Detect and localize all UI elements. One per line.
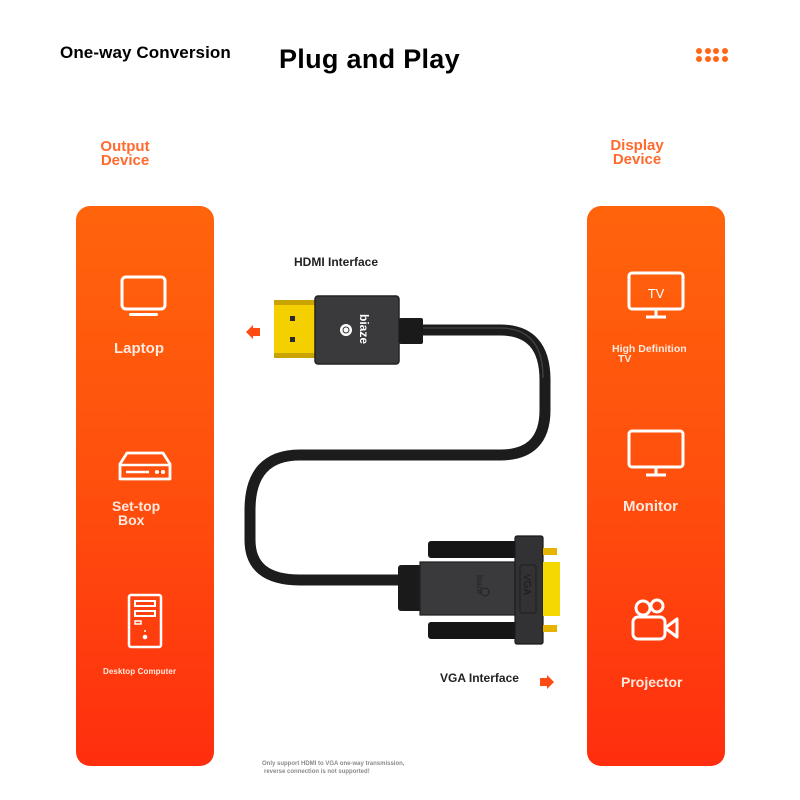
set-top-box-icon — [118, 451, 172, 481]
set-top-line1: Set-top — [112, 498, 161, 514]
arrow-left-icon — [246, 325, 260, 339]
device-label-hd-tv: High Definition TV — [612, 343, 687, 365]
arrow-right-icon — [540, 675, 554, 689]
svg-text:biaze: biaze — [357, 314, 371, 344]
device-label-laptop: Laptop — [114, 340, 164, 357]
footnote-warning: Only support HDMI to VGA one-way transmi… — [262, 760, 404, 776]
video-camera-icon — [631, 598, 679, 641]
set-top-line2: Box — [118, 512, 145, 528]
desktop-tower-icon — [127, 593, 163, 649]
device-label-monitor: Monitor — [623, 498, 678, 515]
vga-interface-label: VGA Interface — [440, 671, 519, 685]
display-title-line1: Display — [610, 137, 664, 154]
hd-tv-line2: TV — [618, 353, 632, 365]
subtitle-one-way-conversion: One-way Conversion — [60, 43, 231, 62]
device-label-projector: Projector — [621, 674, 683, 690]
hdmi-interface-label: HDMI Interface — [294, 255, 379, 269]
svg-text:VGA: VGA — [521, 574, 532, 595]
output-title-line1: Output — [100, 138, 150, 155]
dots-grid-icon — [696, 48, 728, 62]
hd-tv-line1: High Definition — [612, 343, 687, 355]
output-title-line2: Device — [100, 152, 150, 169]
footnote-line2: reverse connection is not supported! — [264, 769, 370, 775]
device-label-set-top-box: Set-top Box — [112, 499, 160, 527]
page-title: Plug and Play — [279, 44, 460, 74]
laptop-monitor-icon — [120, 275, 167, 316]
display-device-panel: TV High Definition TV Monitor Projector — [587, 206, 725, 766]
tv-icon-text: TV — [647, 286, 665, 301]
display-device-title: Display Device — [596, 137, 678, 168]
display-title-line2: Device — [612, 151, 662, 168]
device-label-desktop-computer: Desktop Computer — [103, 667, 177, 676]
tv-icon — [627, 271, 685, 319]
output-device-title: Output Device — [84, 138, 166, 169]
footnote-line1: Only support HDMI to VGA one-way transmi… — [262, 761, 405, 767]
output-device-panel: Laptop Set-top Box Desktop Computer — [76, 206, 214, 766]
svg-text:biaze: biaze — [475, 575, 484, 595]
monitor-icon — [627, 429, 685, 477]
